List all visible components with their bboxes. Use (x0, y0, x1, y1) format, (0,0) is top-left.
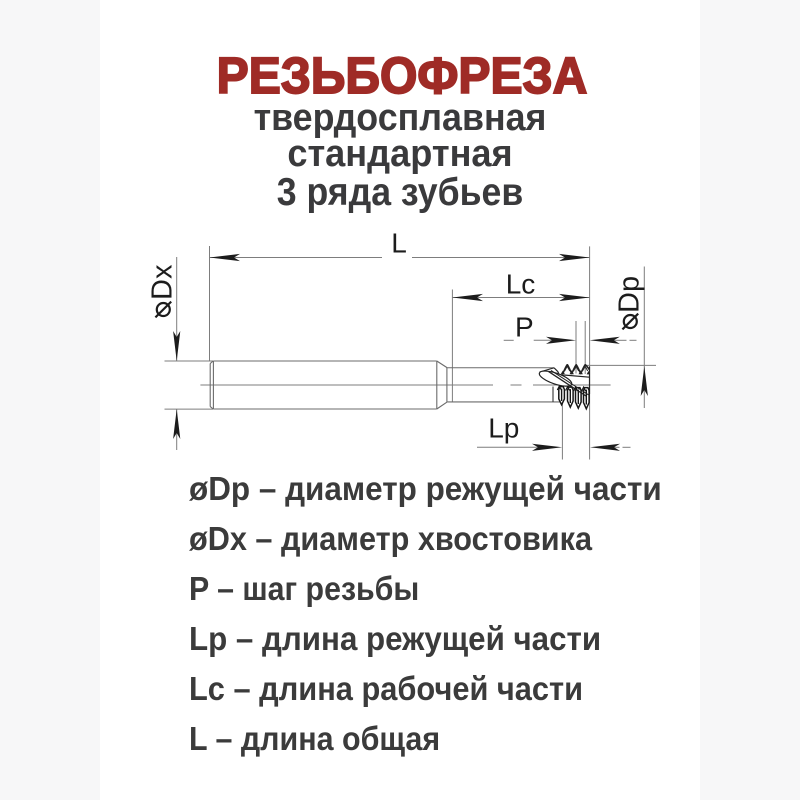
svg-text:P: P (515, 311, 534, 342)
svg-text:Lp: Lp (488, 413, 519, 444)
svg-text:Lc: Lc (506, 269, 536, 300)
svg-text:Dx: Dx (147, 264, 179, 300)
svg-text:L: L (391, 228, 407, 259)
svg-text:Dp: Dp (614, 276, 646, 313)
